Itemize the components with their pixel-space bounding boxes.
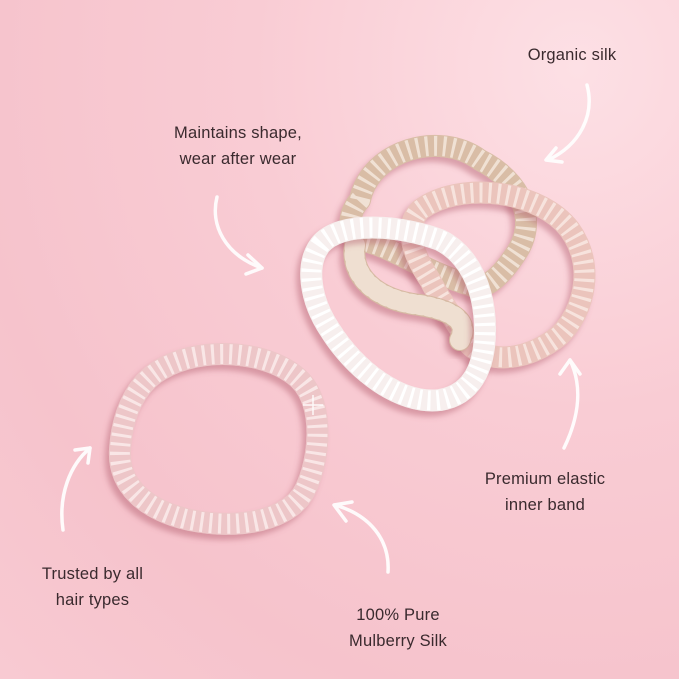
arrow-premium-elastic-icon	[558, 358, 582, 450]
scrunchie-champagne-loop	[343, 234, 474, 351]
label-text: 100% Pure	[356, 606, 440, 624]
label-text: Organic silk	[527, 46, 617, 64]
label-maintains-shape: Maintains shape, wear after wear	[148, 120, 328, 172]
label-pure-silk: 100% Pure Mulberry Silk	[328, 602, 468, 654]
label-text: inner band	[505, 496, 585, 514]
scrunchie-pink	[108, 343, 329, 535]
arrow-maintains-shape-icon	[213, 195, 264, 276]
label-text: Mulberry Silk	[349, 632, 447, 650]
arrow-pure-silk-icon	[332, 500, 390, 574]
label-trusted: Trusted by all hair types	[25, 561, 160, 613]
scrunchie-blush	[400, 181, 596, 369]
sparkle-icon	[303, 395, 323, 415]
scrunchie-champagne	[339, 135, 537, 298]
label-premium-elastic: Premium elastic inner band	[465, 466, 625, 518]
label-text: hair types	[55, 591, 130, 609]
arrow-trusted-icon	[60, 446, 92, 532]
arrow-organic-silk-icon	[544, 83, 591, 164]
label-text: Maintains shape,	[174, 124, 302, 142]
label-organic-silk: Organic silk	[512, 42, 632, 68]
label-text: Trusted by all	[41, 565, 144, 583]
scrunchie-white	[300, 216, 496, 412]
label-text: Premium elastic	[484, 470, 606, 488]
label-text: wear after wear	[179, 150, 297, 168]
